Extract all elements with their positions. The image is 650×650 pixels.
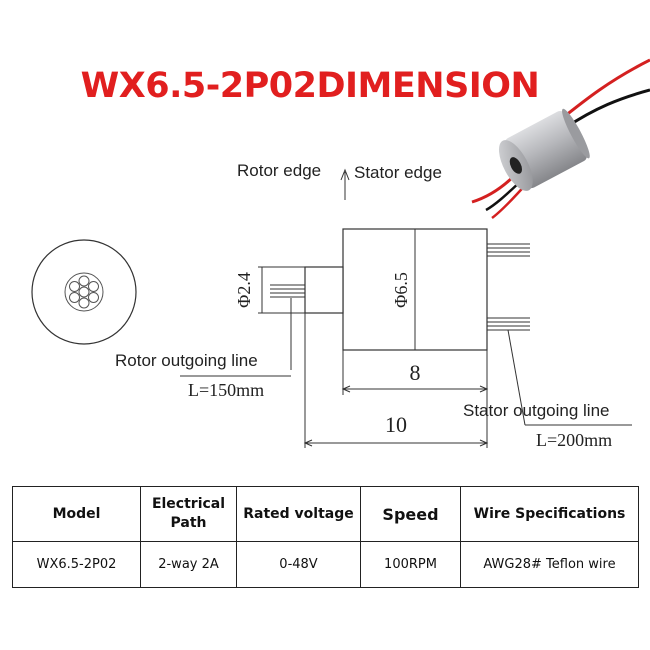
- cell-model: WX6.5-2P02: [12, 541, 141, 588]
- page-title: WX6.5-2P02DIMENSION: [80, 66, 540, 106]
- cell-wire-specifications: AWG28# Teflon wire: [460, 541, 639, 588]
- end-view: [31, 239, 137, 345]
- header-model: Model: [12, 486, 141, 542]
- stator-line-leader: [507, 329, 526, 426]
- header-speed: Speed: [360, 486, 461, 542]
- product-photo: [471, 58, 650, 219]
- rotor-outgoing-line-label: Rotor outgoing line: [115, 351, 258, 370]
- dimension-drawing: Rotor edge Stator edge Φ2.4 Φ6.5: [31, 58, 650, 450]
- edge-pointer-arrow: [340, 168, 350, 181]
- header-wire-specifications: Wire Specifications: [460, 486, 639, 542]
- cell-electrical-path: 2-way 2A: [140, 541, 237, 588]
- spec-table: Model Electrical Path Rated voltage Spee…: [12, 486, 639, 588]
- stator-length-label: 8: [410, 360, 421, 385]
- rotor-edge-label: Rotor edge: [237, 161, 321, 180]
- header-electrical-path: Electrical Path: [140, 486, 237, 542]
- stator-diameter-label: Φ6.5: [391, 272, 411, 308]
- rotor-line-length-label: L=150mm: [188, 380, 264, 400]
- header-rated-voltage: Rated voltage: [236, 486, 361, 542]
- rotor-diameter-label: Φ2.4: [234, 272, 254, 308]
- stator-edge-label: Stator edge: [354, 163, 442, 182]
- cell-speed: 100RPM: [360, 541, 461, 588]
- cell-rated-voltage: 0-48V: [236, 541, 361, 588]
- stator-outgoing-line-label: Stator outgoing line: [463, 401, 610, 420]
- stator-line-length-label: L=200mm: [536, 430, 612, 450]
- rotor-shaft: [304, 266, 344, 314]
- table-row: WX6.5-2P02 2-way 2A 0-48V 100RPM AWG28# …: [12, 541, 639, 588]
- total-length-label: 10: [385, 412, 407, 437]
- table-header-row: Model Electrical Path Rated voltage Spee…: [12, 486, 639, 542]
